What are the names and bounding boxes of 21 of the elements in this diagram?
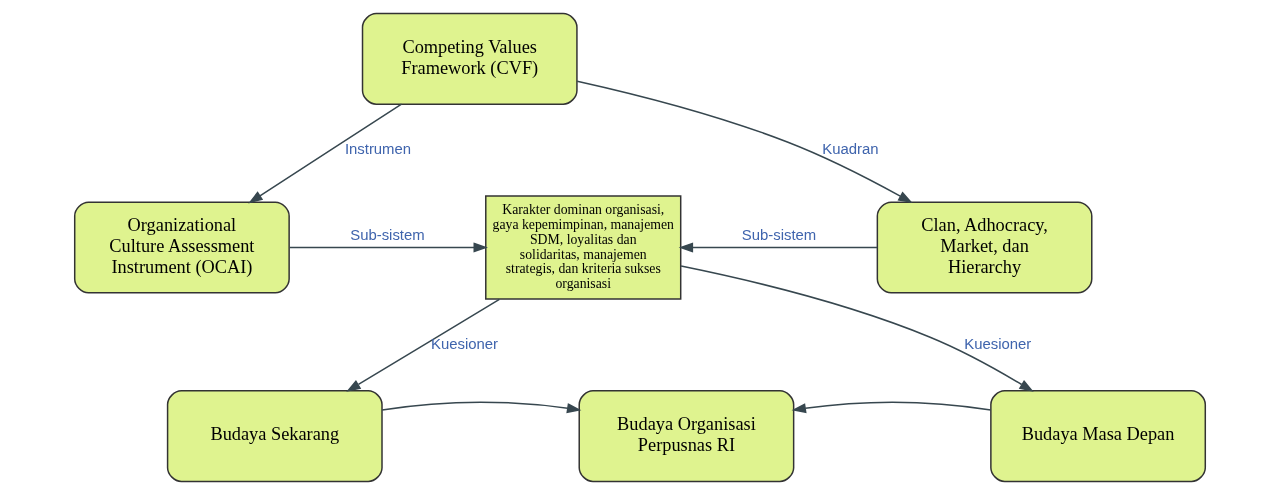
node-box: Karakter dominan organisasi, gaya kepemimpinan, manajemen SDM, loyalitas dan solidaritas, manajemen strategis, dan kriteria sukses organisasi xyxy=(485,194,682,300)
edge-label: Sub-sistem xyxy=(350,226,425,243)
arrow xyxy=(381,400,582,413)
node-box: Clan, Adhocracy, Market, dan Hierarchy xyxy=(876,200,1093,294)
edge-label: Sub-sistem xyxy=(741,226,817,243)
node-box: Budaya Sekarang xyxy=(166,389,383,482)
arrow xyxy=(346,298,501,392)
arrow xyxy=(576,79,913,203)
edge-label: Kuesioner xyxy=(431,335,499,352)
node-box: Budaya Organisasi Perpusnas RI xyxy=(578,389,795,482)
edge-label: Kuesioner xyxy=(964,335,1032,352)
arrow xyxy=(678,241,879,253)
arrow xyxy=(248,102,403,203)
node-box: Competing Values Framework (CVF) xyxy=(361,12,578,105)
arrow xyxy=(288,241,488,253)
arrow xyxy=(791,400,992,413)
node-box: Organizational Culture Assessment Instrument (OCAI) xyxy=(73,200,290,294)
node-box: Budaya Masa Depan xyxy=(990,389,1207,482)
edge-label: Kuadran xyxy=(822,140,879,157)
arrow xyxy=(680,264,1034,392)
edge-label: Instrumen xyxy=(344,140,412,157)
